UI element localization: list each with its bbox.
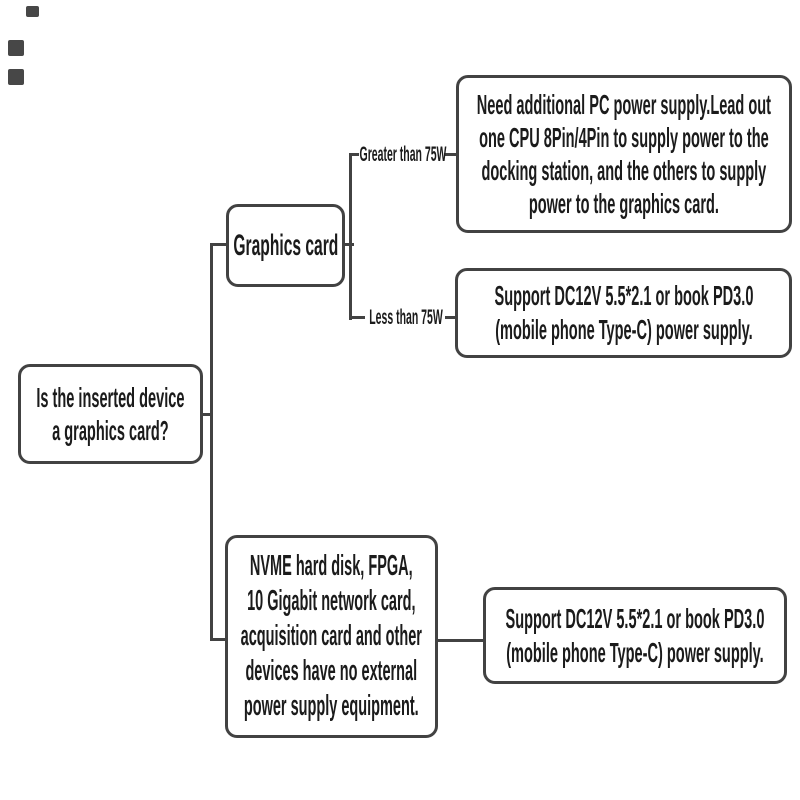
connector-nvme-right <box>436 639 485 642</box>
node-support-dc12v-top-text: Support DC12V 5.5*2.1 or book PD3.0(mobi… <box>494 280 753 345</box>
edge-label-less-than-75w: Less than 75W <box>369 306 443 329</box>
connector-question-stub <box>200 413 213 416</box>
edge-label-greater-than-75w: Greater than 75W <box>359 143 447 166</box>
node-nvme-devices-text: NVME hard disk, FPGA,10 Gigabit network … <box>240 550 423 722</box>
node-need-additional-power: Need additional PC power supply.Lead out… <box>456 75 792 233</box>
connector-greater-right <box>444 153 458 156</box>
node-support-dc12v-bottom-text: Support DC12V 5.5*2.1 or book PD3.0(mobi… <box>505 602 765 668</box>
connector-less-right <box>445 316 457 319</box>
node-graphics-card-text: Graphics card <box>233 229 338 262</box>
connector-graphics-corner <box>210 243 229 246</box>
connector-less-left <box>349 316 365 319</box>
connector-greater-left <box>349 153 359 156</box>
node-graphics-card: Graphics card <box>226 204 345 287</box>
connector-trunk-vertical <box>210 243 213 641</box>
node-need-additional-power-text: Need additional PC power supply.Lead out… <box>476 89 772 219</box>
connector-branch-vertical <box>349 153 352 320</box>
connector-nvme-corner <box>210 638 228 641</box>
watermark-fragment-icon <box>8 40 24 56</box>
watermark-fragment-icon <box>26 6 39 17</box>
node-support-dc12v-bottom: Support DC12V 5.5*2.1 or book PD3.0(mobi… <box>483 587 787 684</box>
connector-graphics-right-stub <box>342 243 354 246</box>
watermark-fragment-icon <box>8 69 24 85</box>
node-nvme-devices: NVME hard disk, FPGA,10 Gigabit network … <box>225 535 438 738</box>
node-support-dc12v-top: Support DC12V 5.5*2.1 or book PD3.0(mobi… <box>455 268 792 358</box>
